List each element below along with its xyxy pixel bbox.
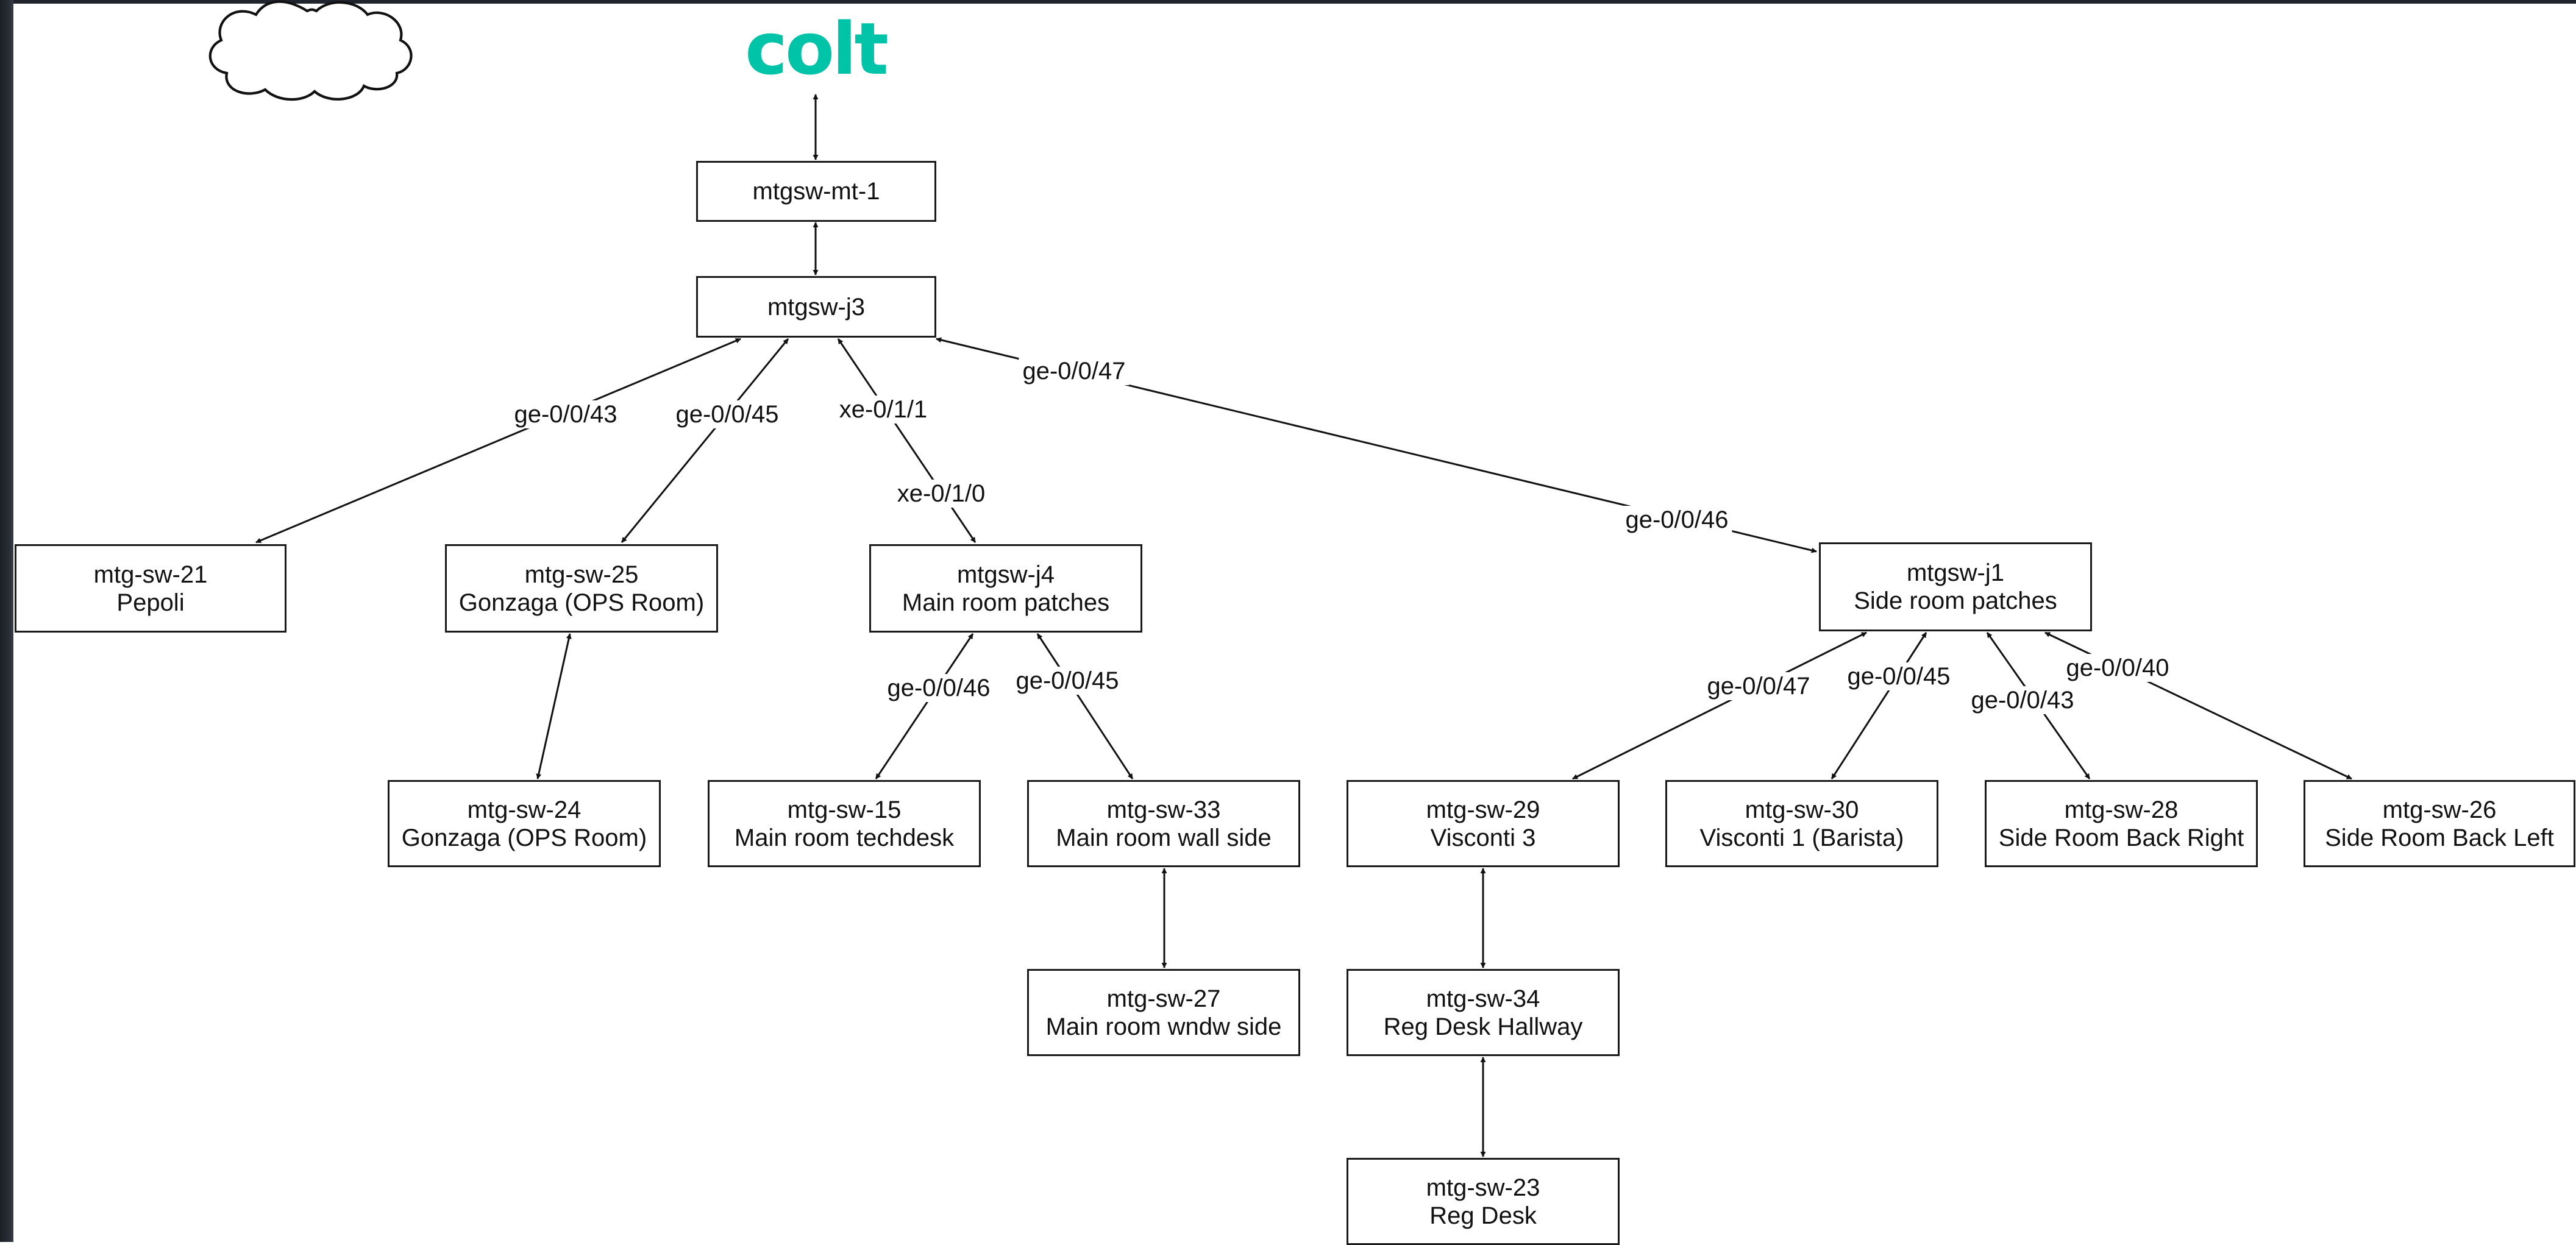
port-label: ge-0/0/43 <box>1967 686 2078 714</box>
node-mtgsw-mt-1[interactable]: mtgsw-mt-1 <box>696 161 936 222</box>
port-label: ge-0/0/45 <box>1012 667 1123 695</box>
node-name: mtg-sw-27 <box>1106 985 1221 1012</box>
port-label: ge-0/0/43 <box>510 400 621 428</box>
node-location: Gonzaga (OPS Room) <box>401 824 647 851</box>
node-location: Main room patches <box>902 589 1110 616</box>
port-label: ge-0/0/40 <box>2062 654 2173 682</box>
node-mtg-sw-24[interactable]: mtg-sw-24 Gonzaga (OPS Room) <box>388 780 661 867</box>
node-location: Visconti 3 <box>1430 824 1536 851</box>
window-left-edge <box>0 0 13 1242</box>
port-label: xe-0/1/1 <box>835 395 931 424</box>
window-top-edge <box>0 0 2576 4</box>
node-name: mtg-sw-24 <box>467 796 582 823</box>
node-mtg-sw-23[interactable]: mtg-sw-23 Reg Desk <box>1347 1158 1620 1245</box>
node-mtgsw-j1[interactable]: mtgsw-j1 Side room patches <box>1819 542 2092 631</box>
node-location: Visconti 1 (Barista) <box>1699 824 1904 851</box>
node-name: mtg-sw-25 <box>524 561 639 588</box>
port-label: ge-0/0/47 <box>1703 672 1814 700</box>
node-name: mtg-sw-28 <box>2064 796 2179 823</box>
node-name: mtgsw-j4 <box>956 561 1055 588</box>
node-location: Main room techdesk <box>734 824 955 851</box>
node-name: mtg-sw-34 <box>1426 985 1540 1012</box>
node-name: mtg-sw-26 <box>2382 796 2497 823</box>
node-mtgsw-j4[interactable]: mtgsw-j4 Main room patches <box>869 544 1142 633</box>
node-location: Side Room Back Left <box>2325 824 2554 851</box>
link-j1-sw29 <box>1572 631 1867 780</box>
node-name: mtg-sw-29 <box>1426 796 1540 823</box>
link-j3-j4 <box>837 338 977 543</box>
node-mtg-sw-27[interactable]: mtg-sw-27 Main room wndw side <box>1027 969 1300 1056</box>
node-mtg-sw-34[interactable]: mtg-sw-34 Reg Desk Hallway <box>1347 969 1620 1056</box>
link-j3-sw25 <box>621 338 789 543</box>
node-mtg-sw-26[interactable]: mtg-sw-26 Side Room Back Left <box>2304 780 2575 867</box>
port-label: ge-0/0/47 <box>1019 357 1130 385</box>
colt-logo: colt <box>745 7 889 91</box>
node-mtg-sw-29[interactable]: mtg-sw-29 Visconti 3 <box>1347 780 1620 867</box>
link-j1-sw30 <box>1831 632 1927 779</box>
node-location: Reg Desk Hallway <box>1383 1013 1583 1040</box>
node-location: Pepoli <box>116 589 185 616</box>
cloud-icon <box>208 0 413 101</box>
node-name: mtgsw-j1 <box>1906 559 2005 586</box>
port-label: ge-0/0/45 <box>1843 662 1954 690</box>
node-location: Main room wndw side <box>1045 1013 1282 1040</box>
node-location: Main room wall side <box>1056 824 1272 851</box>
port-label: ge-0/0/46 <box>1621 506 1732 534</box>
node-mtg-sw-33[interactable]: mtg-sw-33 Main room wall side <box>1027 780 1300 867</box>
node-name: mtg-sw-21 <box>93 561 208 588</box>
node-name: mtg-sw-33 <box>1106 796 1221 823</box>
link-j3-sw21 <box>255 338 741 544</box>
node-location: Side Room Back Right <box>1998 824 2244 851</box>
port-label: ge-0/0/45 <box>672 400 783 428</box>
node-mtg-sw-15[interactable]: mtg-sw-15 Main room techdesk <box>708 780 981 867</box>
node-location: Side room patches <box>1854 587 2057 614</box>
node-name: mtgsw-mt-1 <box>752 178 880 205</box>
node-mtg-sw-28[interactable]: mtg-sw-28 Side Room Back Right <box>1985 780 2258 867</box>
link-j4-sw15 <box>875 633 974 779</box>
link-j4-sw33 <box>1036 633 1134 779</box>
node-location: Gonzaga (OPS Room) <box>458 589 705 616</box>
port-label: ge-0/0/46 <box>883 674 994 702</box>
node-mtg-sw-21[interactable]: mtg-sw-21 Pepoli <box>15 544 286 633</box>
port-label: xe-0/1/0 <box>893 480 989 508</box>
node-name: mtg-sw-30 <box>1745 796 1859 823</box>
link-sw25-sw24 <box>536 633 572 779</box>
node-mtg-sw-25[interactable]: mtg-sw-25 Gonzaga (OPS Room) <box>445 544 718 633</box>
node-location: Reg Desk <box>1429 1202 1537 1229</box>
node-name: mtgsw-j3 <box>767 293 866 321</box>
node-mtgsw-j3[interactable]: mtgsw-j3 <box>696 276 936 338</box>
node-name: mtg-sw-15 <box>787 796 902 823</box>
node-name: mtg-sw-23 <box>1426 1174 1540 1201</box>
node-mtg-sw-30[interactable]: mtg-sw-30 Visconti 1 (Barista) <box>1665 780 1938 867</box>
